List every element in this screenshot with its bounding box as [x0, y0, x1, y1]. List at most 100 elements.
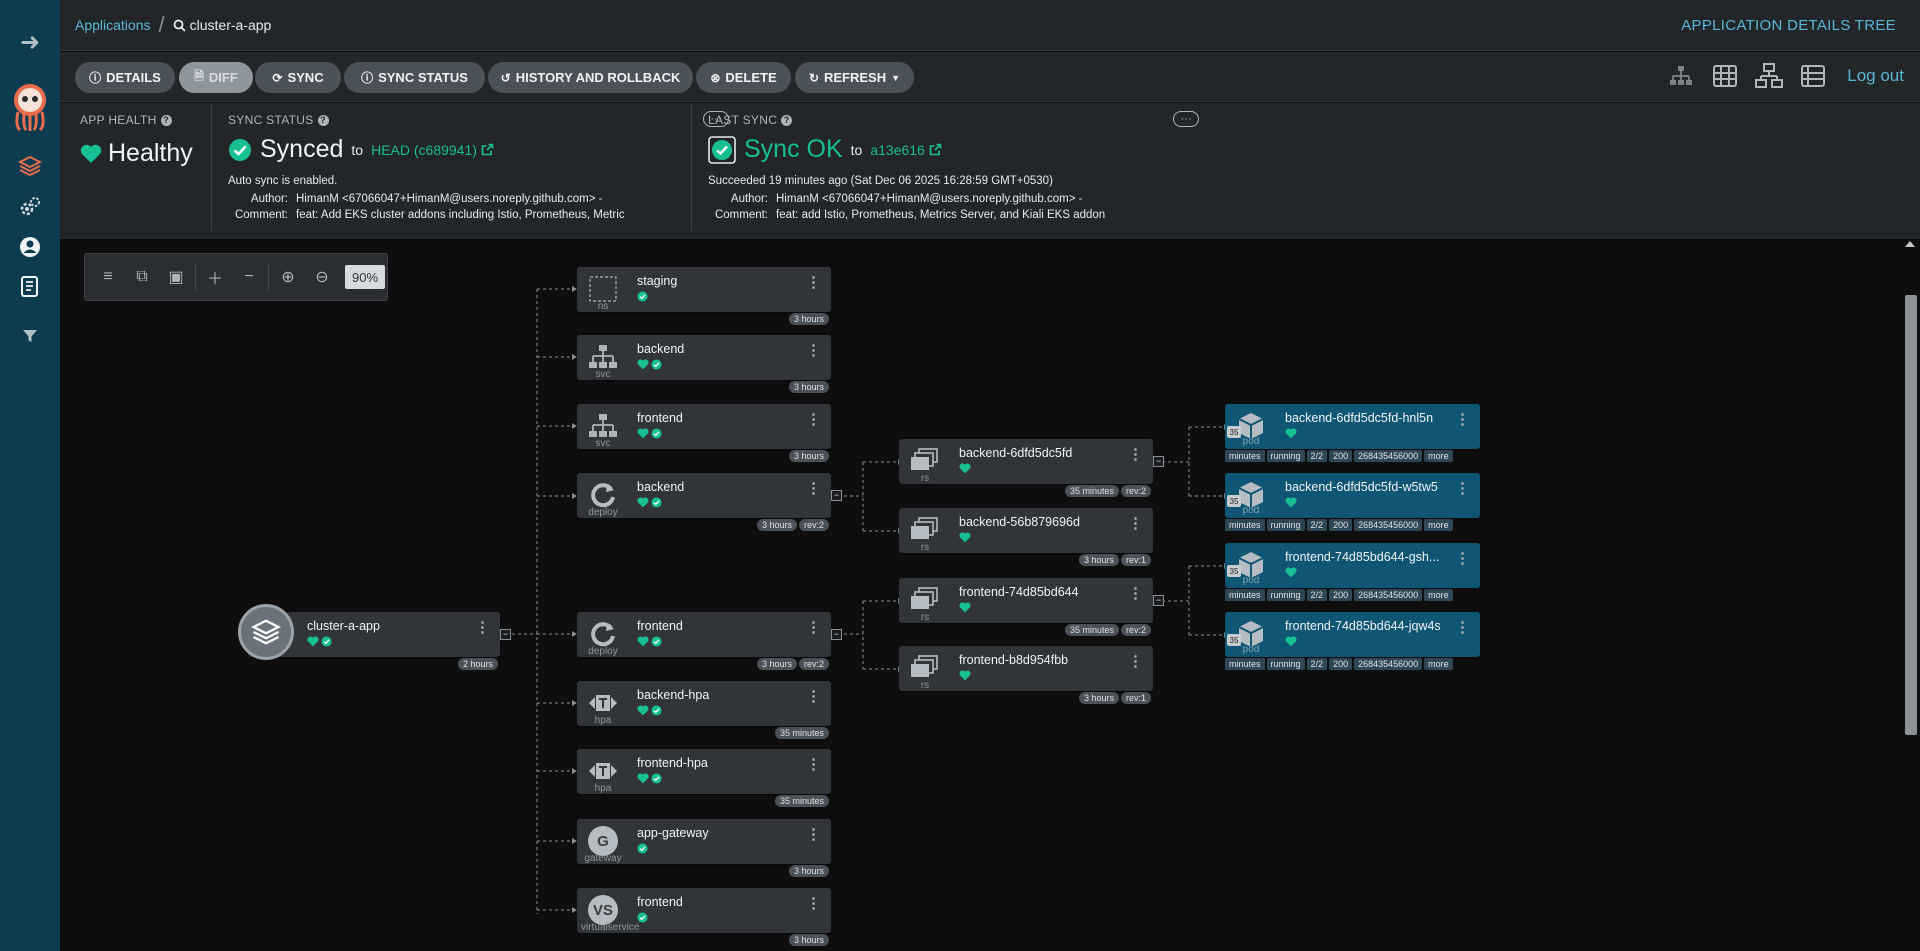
last-sync-revision-link[interactable]: a13e616 — [870, 142, 942, 158]
node-menu-icon[interactable]: ⋮ — [1128, 653, 1143, 670]
resource-name: frontend-hpa — [637, 756, 708, 770]
node-menu-icon[interactable]: ⋮ — [806, 756, 821, 773]
node-menu-icon[interactable]: ⋮ — [1128, 585, 1143, 602]
sync-status-panel: SYNC STATUS? ··· Synced to HEAD (c689941… — [211, 103, 729, 231]
help-icon[interactable]: ? — [317, 114, 329, 126]
refresh-button[interactable]: ↻REFRESH▼ — [795, 62, 914, 93]
age-tag: 3 hours — [788, 381, 829, 393]
collapse-minus-icon[interactable]: − — [244, 268, 254, 285]
node-menu-icon[interactable]: ⋮ — [1128, 446, 1143, 463]
heart-icon — [637, 773, 649, 784]
node-menu-icon[interactable]: ⋮ — [475, 619, 490, 636]
node-menu-icon[interactable]: ⋮ — [1455, 480, 1470, 497]
node-menu-icon[interactable]: ⋮ — [806, 826, 821, 843]
fit-screen-icon[interactable]: ▣ — [168, 269, 184, 286]
last-sync-more-button[interactable]: ··· — [1173, 111, 1199, 127]
expand-plus-icon[interactable]: ＋ — [206, 271, 223, 288]
argo-logo-icon[interactable] — [0, 78, 60, 138]
pods-grid-view-icon[interactable] — [1711, 62, 1739, 90]
help-icon[interactable]: ? — [160, 114, 172, 126]
node-menu-icon[interactable]: ⋮ — [1455, 411, 1470, 428]
heart-icon — [1285, 428, 1297, 439]
zoom-out-icon[interactable]: ⊖ — [315, 269, 329, 286]
root-app-node[interactable]: cluster-a-app ⋮ 2 hours − — [238, 604, 511, 670]
node-tags: 3 hours — [788, 450, 829, 462]
node-menu-icon[interactable]: ⋮ — [806, 619, 821, 636]
ns-kind-icon — [585, 273, 621, 305]
filter-icon[interactable] — [0, 320, 60, 352]
collapse-toggle[interactable]: − — [831, 490, 842, 501]
separator — [268, 264, 269, 290]
settings-gears-icon[interactable] — [0, 191, 60, 223]
user-info-icon[interactable] — [0, 231, 60, 263]
sync-revision-link[interactable]: HEAD (c689941) — [371, 142, 494, 158]
sync-button[interactable]: ⟳SYNC — [255, 62, 341, 93]
compact-icon[interactable]: ⧉ — [136, 268, 148, 285]
help-icon[interactable]: ? — [781, 114, 793, 126]
tag: more — [1424, 589, 1453, 601]
app-health-label-row: APP HEALTH? — [80, 113, 172, 127]
list-view-icon[interactable] — [1799, 62, 1827, 90]
collapse-toggle[interactable]: − — [831, 629, 842, 640]
scroll-up-arrow-icon[interactable] — [1905, 241, 1915, 247]
applications-layers-icon[interactable] — [0, 150, 60, 182]
node-menu-icon[interactable]: ⋮ — [806, 342, 821, 359]
node-menu-icon[interactable]: ⋮ — [806, 895, 821, 912]
heart-icon — [959, 463, 971, 474]
align-left-icon[interactable]: ≡ — [103, 268, 113, 285]
sync-status-more-button[interactable]: ··· — [703, 111, 729, 127]
vertical-scrollbar[interactable] — [1905, 295, 1917, 735]
diff-button[interactable]: 🗎DIFF — [179, 62, 253, 93]
breadcrumb-current[interactable]: cluster-a-app — [173, 17, 271, 33]
tree-view-icon[interactable] — [1667, 62, 1695, 90]
documentation-icon[interactable] — [0, 271, 60, 303]
collapse-toggle[interactable]: − — [500, 629, 511, 640]
node-menu-icon[interactable]: ⋮ — [1455, 619, 1470, 636]
node-menu-icon[interactable]: ⋮ — [806, 688, 821, 705]
check-circle-icon — [637, 843, 648, 854]
breadcrumb-applications-link[interactable]: Applications — [75, 17, 151, 33]
zoom-level[interactable]: 90% — [345, 265, 385, 289]
zoom-in-icon[interactable]: ⊕ — [281, 269, 295, 286]
network-view-icon[interactable] — [1755, 62, 1784, 90]
node-menu-icon[interactable]: ⋮ — [806, 411, 821, 428]
history-rollback-button[interactable]: ↺HISTORY AND ROLLBACK — [488, 62, 693, 93]
node-menu-icon[interactable]: ⋮ — [806, 274, 821, 291]
node-menu-icon[interactable]: ⋮ — [1128, 515, 1143, 532]
node-tags: 35 minutes — [774, 727, 829, 739]
age-tag: 35 minutes — [774, 795, 829, 807]
status-icons — [959, 670, 971, 681]
collapse-toggle[interactable]: − — [1153, 595, 1164, 606]
node-menu-icon[interactable]: ⋮ — [1455, 550, 1470, 567]
kind-label: svc — [595, 438, 611, 449]
pod-count: 35 — [1227, 565, 1241, 577]
tag: running — [1266, 450, 1305, 462]
collapse-toggle[interactable]: − — [1153, 456, 1164, 467]
expand-sidebar-arrow-icon[interactable]: ➜ — [19, 28, 41, 56]
logout-link[interactable]: Log out — [1847, 66, 1904, 85]
node-menu-icon[interactable]: ⋮ — [806, 480, 821, 497]
delete-button[interactable]: ⊗DELETE — [696, 62, 791, 93]
